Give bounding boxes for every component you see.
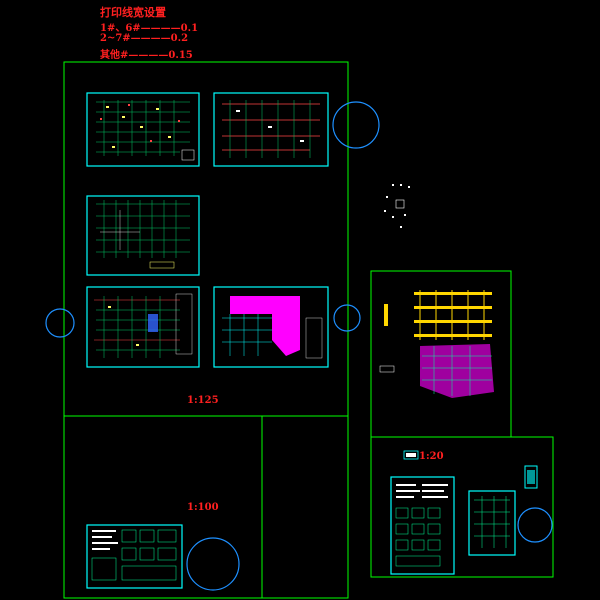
circle-marker — [332, 101, 380, 149]
drawing-sheet-1[interactable] — [86, 92, 200, 167]
drawing-sheet-3[interactable] — [86, 195, 200, 276]
detail-small-sheet[interactable] — [524, 465, 538, 489]
floating-detail[interactable] — [384, 184, 410, 228]
scale-label-lower: 1:100 — [187, 502, 219, 513]
drawing-sheet-lower[interactable] — [86, 524, 183, 589]
detail-sheet-left[interactable] — [390, 476, 455, 575]
circle-marker — [517, 507, 553, 543]
circle-markers — [45, 101, 553, 591]
layout-frames — [63, 61, 554, 599]
right-frame-magenta-plan[interactable] — [379, 344, 494, 398]
drawing-sheet-5[interactable] — [213, 286, 329, 368]
print-settings-line-1: 1#、6#————0.1 — [100, 23, 199, 34]
lower-frame — [63, 415, 349, 599]
print-settings-line-3: 其他#————0.15 — [100, 50, 193, 61]
detail-sheet-right[interactable] — [468, 490, 516, 556]
detail-title-block — [403, 450, 419, 460]
drawing-sheet-2[interactable] — [213, 92, 329, 167]
drawing-sheet-4[interactable] — [86, 286, 200, 368]
main-frame — [63, 61, 349, 417]
circle-marker — [45, 308, 75, 338]
circle-marker — [186, 537, 240, 591]
print-settings-line-2: 2~7#————0.2 — [100, 33, 189, 44]
print-settings-title: 打印线宽设置 — [100, 6, 166, 19]
right-frame-yellow-grid[interactable] — [384, 290, 492, 340]
scale-label-main: 1:125 — [187, 395, 219, 406]
scale-label-right: 1:20 — [419, 451, 444, 462]
circle-marker — [333, 304, 361, 332]
detail-frame — [370, 436, 554, 578]
